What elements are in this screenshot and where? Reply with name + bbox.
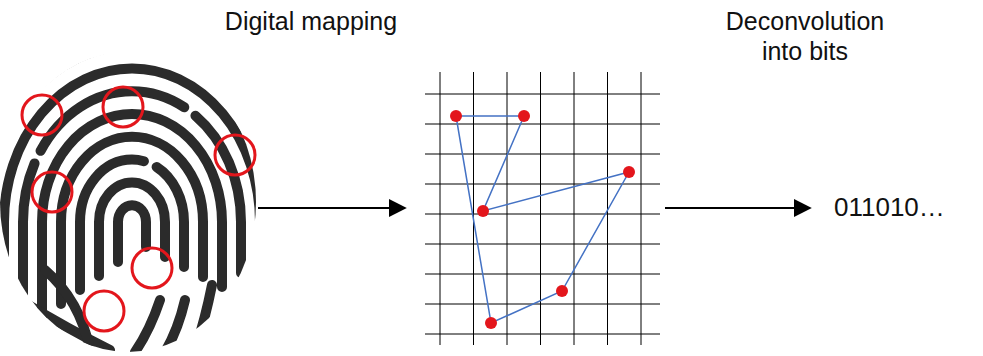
step-label: Deconvolution into bits	[712, 6, 898, 66]
minutia-circle	[215, 135, 255, 175]
grid-line	[425, 274, 660, 275]
minutia-circle	[32, 172, 72, 212]
flow-arrow	[258, 207, 405, 209]
mapped-point	[623, 166, 635, 178]
minutia-circle	[103, 87, 143, 127]
grid	[425, 72, 660, 345]
flow-arrow	[665, 207, 810, 209]
grid-line	[425, 94, 660, 95]
minutia-circle	[84, 291, 124, 331]
step-label: Digital mapping	[200, 6, 422, 36]
ridge	[20, 300, 110, 350]
ridge	[4, 68, 260, 346]
bit-output: 011010…	[834, 192, 974, 223]
ridge	[61, 137, 203, 304]
grid-line	[425, 124, 660, 125]
ridge	[195, 285, 212, 350]
mapped-point	[477, 205, 489, 217]
minutia-circle	[132, 248, 172, 288]
ridge	[80, 160, 184, 290]
grid-line	[425, 214, 660, 215]
mapping-lines	[456, 116, 629, 323]
mapping-line	[456, 116, 629, 323]
mapped-points	[450, 110, 635, 329]
minutia-circle	[22, 95, 62, 135]
fingerprint	[0, 46, 279, 356]
ridge	[165, 300, 185, 352]
mapped-point	[485, 317, 497, 329]
ridge	[42, 114, 222, 318]
mapped-point	[556, 285, 568, 297]
grid-line	[425, 334, 660, 335]
grid-line	[425, 304, 660, 305]
ridge	[135, 300, 160, 352]
ridge	[118, 205, 146, 262]
mapped-point	[450, 110, 462, 122]
mapped-point	[518, 110, 530, 122]
grid-line	[425, 244, 660, 245]
grid-line	[425, 184, 660, 185]
minutiae-circles	[22, 87, 255, 331]
ridge	[0, 46, 279, 356]
grid-line	[425, 154, 660, 155]
